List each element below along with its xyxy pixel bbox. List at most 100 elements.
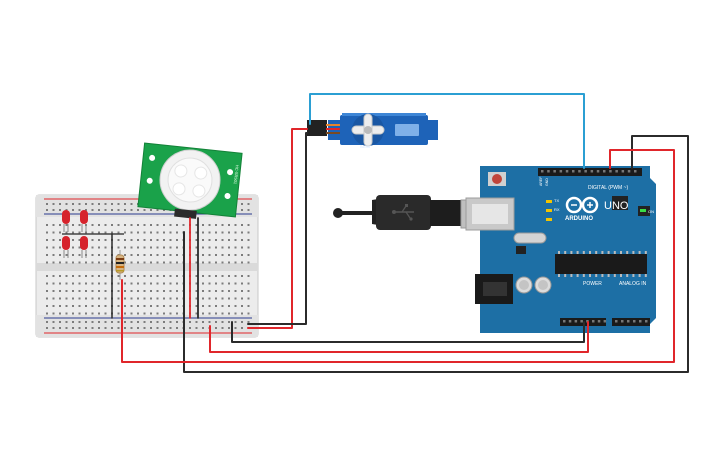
hole xyxy=(65,282,68,285)
wire-led-signal[interactable] xyxy=(121,149,675,363)
wire-servo-ground[interactable] xyxy=(247,132,308,325)
led-2[interactable] xyxy=(80,210,88,232)
hole xyxy=(143,261,146,264)
hole xyxy=(91,327,94,329)
hole xyxy=(228,305,230,307)
hole xyxy=(46,231,48,234)
hole xyxy=(241,203,243,205)
hole xyxy=(72,305,74,307)
hole xyxy=(104,297,107,300)
hole xyxy=(169,254,172,256)
hole xyxy=(46,209,48,211)
hole xyxy=(124,254,126,256)
hole xyxy=(104,231,107,234)
hole xyxy=(124,246,126,249)
hole xyxy=(208,305,211,307)
resistor[interactable] xyxy=(115,250,125,280)
hole xyxy=(52,327,55,329)
hole xyxy=(228,224,230,226)
wire-servo-power[interactable] xyxy=(247,128,308,329)
hole xyxy=(46,282,48,285)
reset-button[interactable] xyxy=(488,172,506,186)
hole xyxy=(130,312,133,315)
hole xyxy=(247,239,250,241)
hole xyxy=(228,261,230,264)
hole xyxy=(98,297,100,300)
hole xyxy=(156,261,159,264)
hole xyxy=(98,254,100,256)
hole xyxy=(163,321,165,323)
hole xyxy=(117,246,120,249)
gnd-label: GND xyxy=(545,178,549,186)
hole xyxy=(98,246,100,249)
hole xyxy=(208,224,211,226)
hole xyxy=(169,261,172,264)
wire-servo-signal[interactable] xyxy=(309,93,585,169)
led-4[interactable] xyxy=(80,236,88,258)
led-3[interactable] xyxy=(62,236,70,258)
hole xyxy=(143,305,146,307)
hole xyxy=(228,312,230,315)
hole xyxy=(117,231,120,234)
hole xyxy=(156,209,159,211)
hole xyxy=(156,321,159,323)
hole xyxy=(46,305,48,307)
hole xyxy=(228,282,230,285)
hole xyxy=(59,305,61,307)
hole xyxy=(215,321,217,323)
chip-legs xyxy=(558,251,647,277)
wire-gnd-loop[interactable] xyxy=(183,135,689,373)
hole xyxy=(150,254,152,256)
hole xyxy=(130,261,133,264)
hole xyxy=(215,327,217,329)
hole xyxy=(104,254,107,256)
pir-label: HC-SR501 xyxy=(233,165,240,186)
hole xyxy=(104,275,107,277)
hole xyxy=(215,275,217,277)
hole xyxy=(130,231,133,234)
hole xyxy=(615,170,618,173)
hole xyxy=(570,274,573,277)
hole xyxy=(124,282,126,285)
hole xyxy=(150,305,152,307)
servo-motor[interactable]: SG90 xyxy=(328,113,438,149)
hole xyxy=(91,254,94,256)
hole xyxy=(111,209,113,211)
digital-header[interactable] xyxy=(538,168,642,176)
wire-gnd-power[interactable] xyxy=(231,321,585,343)
hole xyxy=(91,312,94,315)
hole xyxy=(130,239,133,241)
hole xyxy=(202,282,204,285)
hole xyxy=(241,231,243,234)
hole xyxy=(117,290,120,292)
led-1[interactable] xyxy=(62,210,70,232)
hole xyxy=(578,170,581,173)
pir-sensor[interactable]: HC-SR501 xyxy=(137,142,243,223)
hole xyxy=(150,224,152,226)
hole xyxy=(241,239,243,241)
analog-header[interactable] xyxy=(612,318,650,326)
wire-5v[interactable] xyxy=(209,321,589,353)
hole xyxy=(221,231,224,234)
hole xyxy=(228,321,230,323)
hole xyxy=(215,305,217,307)
hole xyxy=(169,321,172,323)
hole xyxy=(163,246,165,249)
hole xyxy=(176,275,178,277)
hole xyxy=(247,275,250,277)
tx-label: TX xyxy=(554,198,559,203)
hole xyxy=(163,282,165,285)
arduino-uno-board[interactable]: ARDUINO UNO DIGITAL (PWM ~) TX RX ON POW… xyxy=(465,166,656,333)
hole xyxy=(59,246,61,249)
hole xyxy=(195,321,198,323)
hole xyxy=(247,224,250,226)
hole xyxy=(169,275,172,277)
hole xyxy=(104,203,107,205)
hole xyxy=(111,327,113,329)
hole xyxy=(98,312,100,315)
hole xyxy=(195,327,198,329)
servo-horn[interactable] xyxy=(351,113,385,147)
hole xyxy=(59,297,61,300)
hole xyxy=(72,261,74,264)
hole xyxy=(137,290,139,292)
